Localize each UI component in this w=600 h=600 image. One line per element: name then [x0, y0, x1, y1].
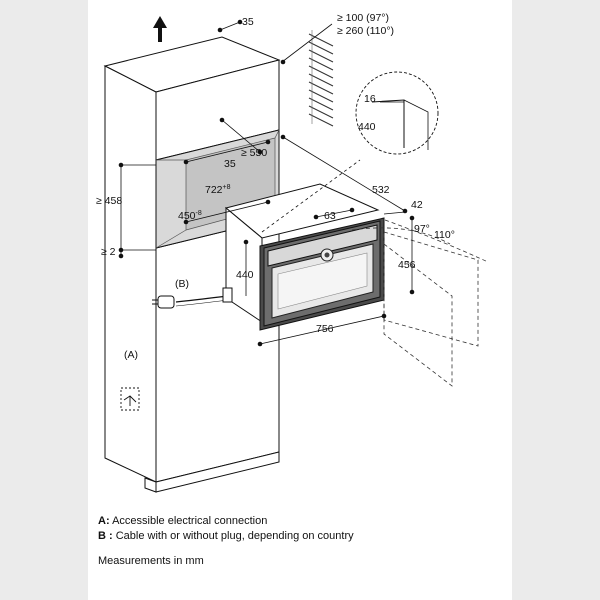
legend-text-b: Cable with or without plug, depending on… [115, 530, 354, 542]
legend-text-a: Accessible electrical connection [112, 515, 268, 527]
clearance-97: ≥ 100 (97°) [337, 12, 389, 24]
dimension-labels: 35 ≥ 100 (97°) ≥ 260 (110°) 16 440 ≥ 550… [96, 12, 455, 361]
ventilation-grille [308, 30, 334, 127]
legend-item-b: B : Cable with or without plug, dependin… [98, 530, 354, 542]
callout-a: (A) [124, 349, 138, 361]
legend-item-a: A: Accessible electrical connection [98, 515, 267, 527]
units-note: Measurements in mm [98, 555, 204, 567]
dim-458: ≥ 458 [96, 195, 122, 207]
legend-key-b: B : [98, 530, 113, 542]
dim-16: 16 [364, 93, 376, 105]
angle-97: 97° [414, 223, 430, 235]
oven-appliance [224, 183, 385, 331]
detail-magnifier [355, 71, 439, 155]
legend-key-a: A: [98, 515, 110, 527]
dim-532: 532 [372, 184, 390, 196]
dim-550: ≥ 550 [241, 147, 267, 159]
dim-756: 756 [316, 323, 334, 335]
dim-2: ≥ 2 [101, 246, 116, 258]
dim-440-side: 440 [236, 269, 254, 281]
dim-450: 450-8 [178, 210, 202, 222]
callout-b: (B) [175, 278, 189, 290]
dimension-lines [120, 21, 413, 345]
angle-110: 110° [434, 229, 455, 241]
dim-722: 722+8 [205, 184, 231, 196]
dim-440-detail: 440 [358, 121, 376, 133]
dim-35-mid: 35 [224, 158, 236, 170]
door-swing-outline [351, 219, 489, 387]
dim-456: 456 [398, 259, 416, 271]
socket-icon [120, 387, 140, 411]
dim-42: 42 [411, 199, 423, 211]
clearance-110: ≥ 260 (110°) [337, 25, 394, 37]
dim-63: 63 [324, 210, 336, 222]
dim-35-top: 35 [242, 16, 254, 28]
up-arrow-icon [153, 16, 167, 42]
electrical-cable [152, 287, 233, 309]
